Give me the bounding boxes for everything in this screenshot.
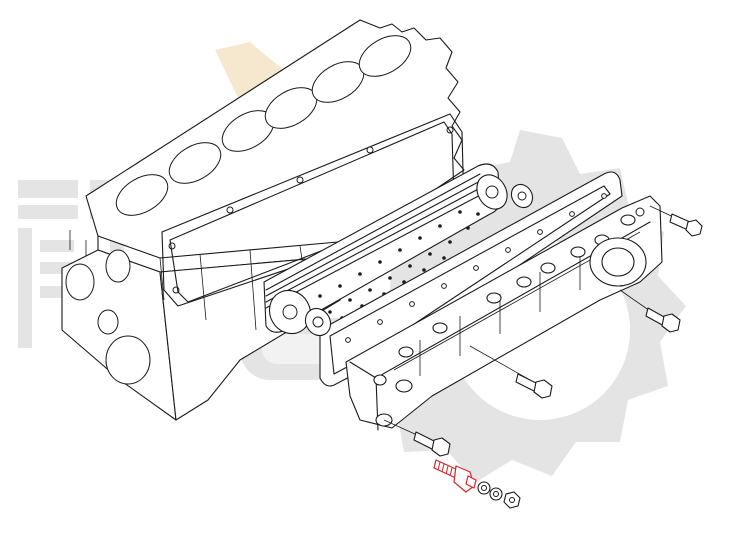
bolt-lower-left <box>383 419 451 457</box>
bolt-right <box>619 289 681 333</box>
bolt-upper-right <box>649 205 703 237</box>
cover-bosses <box>373 214 636 393</box>
oil-cooler-cover <box>345 195 663 431</box>
nut <box>503 491 521 509</box>
stud-highlighted <box>433 459 477 493</box>
oil-cooler-core <box>263 163 508 335</box>
bolt-center <box>469 345 553 399</box>
gasket-bolt-holes <box>345 193 607 343</box>
washer-2 <box>489 487 503 501</box>
washer-1 <box>477 481 491 495</box>
